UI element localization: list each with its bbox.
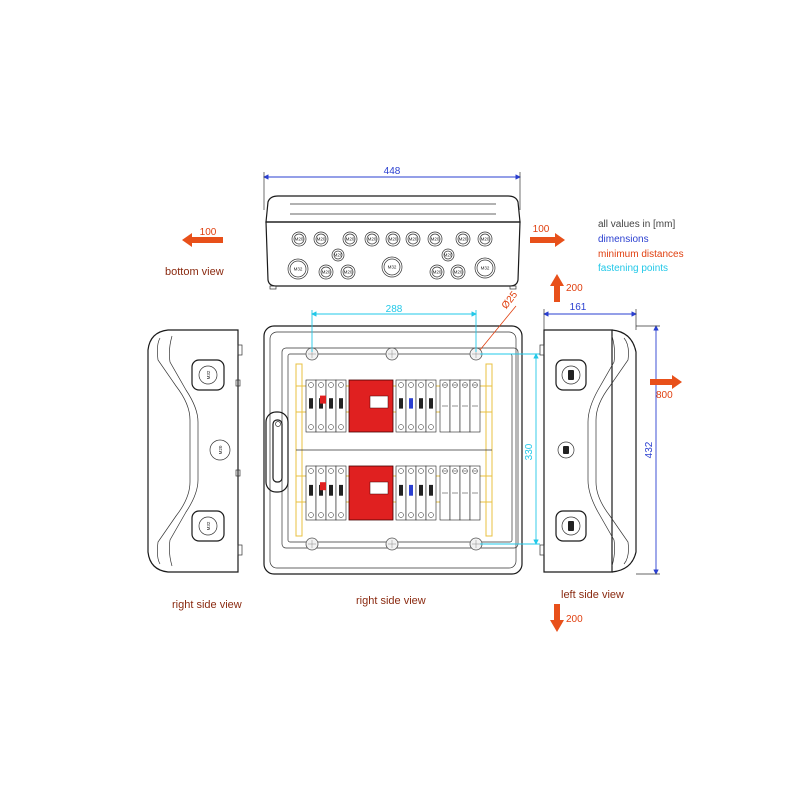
cable-gland-label: M20 bbox=[431, 237, 440, 242]
svg-text:800: 800 bbox=[656, 390, 673, 401]
cable-gland-small bbox=[450, 264, 466, 280]
right-side-view: M32 M20 M32 bbox=[147, 329, 243, 573]
legend-heading: all values in [mm] bbox=[598, 219, 675, 230]
arrow-left-icon bbox=[182, 233, 223, 247]
svg-text:M32: M32 bbox=[206, 521, 211, 530]
legend-dimensions: dimensions bbox=[598, 234, 649, 245]
label-left-side-view: left side view bbox=[561, 589, 624, 601]
cable-gland-label: M20 bbox=[433, 270, 442, 275]
front-view bbox=[263, 325, 523, 575]
cable-gland-label: M20 bbox=[454, 270, 463, 275]
clearance-left: 100 bbox=[182, 227, 223, 247]
legend-fastening-points: fastening points bbox=[598, 263, 668, 274]
svg-text:432: 432 bbox=[644, 441, 655, 458]
cable-gland-small bbox=[429, 264, 445, 280]
height-dimension: 432 bbox=[636, 325, 660, 575]
cable-gland-label: M20 bbox=[295, 237, 304, 242]
clearance-right: 100 bbox=[530, 224, 565, 247]
svg-text:161: 161 bbox=[570, 302, 587, 313]
cable-gland-label: M32 bbox=[388, 265, 397, 270]
device-row-top bbox=[305, 379, 481, 433]
width-dimension: 448 bbox=[384, 166, 401, 177]
legend: all values in [mm] dimensions minimum di… bbox=[598, 219, 684, 274]
cable-gland-large bbox=[474, 257, 496, 279]
svg-text:100: 100 bbox=[533, 224, 550, 235]
svg-text:100: 100 bbox=[200, 227, 217, 238]
cable-gland-large bbox=[287, 258, 309, 280]
svg-text:200: 200 bbox=[566, 283, 583, 294]
cable-gland-small bbox=[455, 231, 471, 247]
clearance-side: 800 bbox=[650, 375, 682, 401]
cable-gland-small bbox=[340, 264, 356, 280]
label-right-side-view: right side view bbox=[172, 599, 242, 611]
fastening-points bbox=[305, 347, 483, 551]
cable-gland-large bbox=[381, 256, 403, 278]
cable-gland-label: M20 bbox=[368, 237, 377, 242]
cable-gland-label: M20 bbox=[334, 253, 343, 258]
cable-gland-label: M20 bbox=[344, 270, 353, 275]
depth-dimension: 161 bbox=[543, 302, 637, 330]
cable-gland-small bbox=[291, 231, 307, 247]
clearance-top: 200 bbox=[550, 274, 583, 302]
cable-gland-label: M20 bbox=[389, 237, 398, 242]
cable-gland-small bbox=[441, 248, 455, 262]
svg-text:M32: M32 bbox=[206, 370, 211, 379]
left-side-view bbox=[539, 329, 637, 573]
cable-gland-label: M20 bbox=[459, 237, 468, 242]
cable-gland-small bbox=[364, 231, 380, 247]
cable-gland-small bbox=[331, 248, 345, 262]
cable-gland-small bbox=[342, 231, 358, 247]
cable-gland-label: M20 bbox=[409, 237, 418, 242]
label-front-view: right side view bbox=[356, 595, 426, 607]
arrow-right-icon bbox=[530, 233, 565, 247]
cable-gland-small bbox=[318, 264, 334, 280]
hole-diameter: Ø25 bbox=[500, 289, 521, 311]
cable-gland-label: M32 bbox=[481, 266, 490, 271]
cable-gland-label: M20 bbox=[481, 237, 490, 242]
cable-gland-label: M32 bbox=[294, 267, 303, 272]
cable-gland-label: M20 bbox=[317, 237, 326, 242]
arrow-down-icon bbox=[550, 604, 564, 632]
svg-text:M20: M20 bbox=[218, 445, 223, 454]
hole-spacing-horizontal: 288 bbox=[386, 304, 403, 315]
svg-text:200: 200 bbox=[566, 614, 583, 625]
label-bottom-view: bottom view bbox=[165, 266, 224, 278]
arrow-up-icon bbox=[550, 274, 564, 302]
cable-gland-small bbox=[427, 231, 443, 247]
cable-gland-label: M20 bbox=[322, 270, 331, 275]
hole-spacing-vertical: 330 bbox=[524, 443, 535, 460]
cable-gland-small bbox=[477, 231, 493, 247]
cable-gland-label: M20 bbox=[444, 253, 453, 258]
device-row-bottom bbox=[305, 465, 481, 521]
clearance-bottom: 200 bbox=[550, 604, 583, 632]
cable-gland-small bbox=[313, 231, 329, 247]
legend-minimum-distances: minimum distances bbox=[598, 249, 684, 260]
cable-gland-small bbox=[405, 231, 421, 247]
cable-gland-small bbox=[385, 231, 401, 247]
cable-gland-label: M20 bbox=[346, 237, 355, 242]
arrow-right-icon bbox=[650, 375, 682, 389]
